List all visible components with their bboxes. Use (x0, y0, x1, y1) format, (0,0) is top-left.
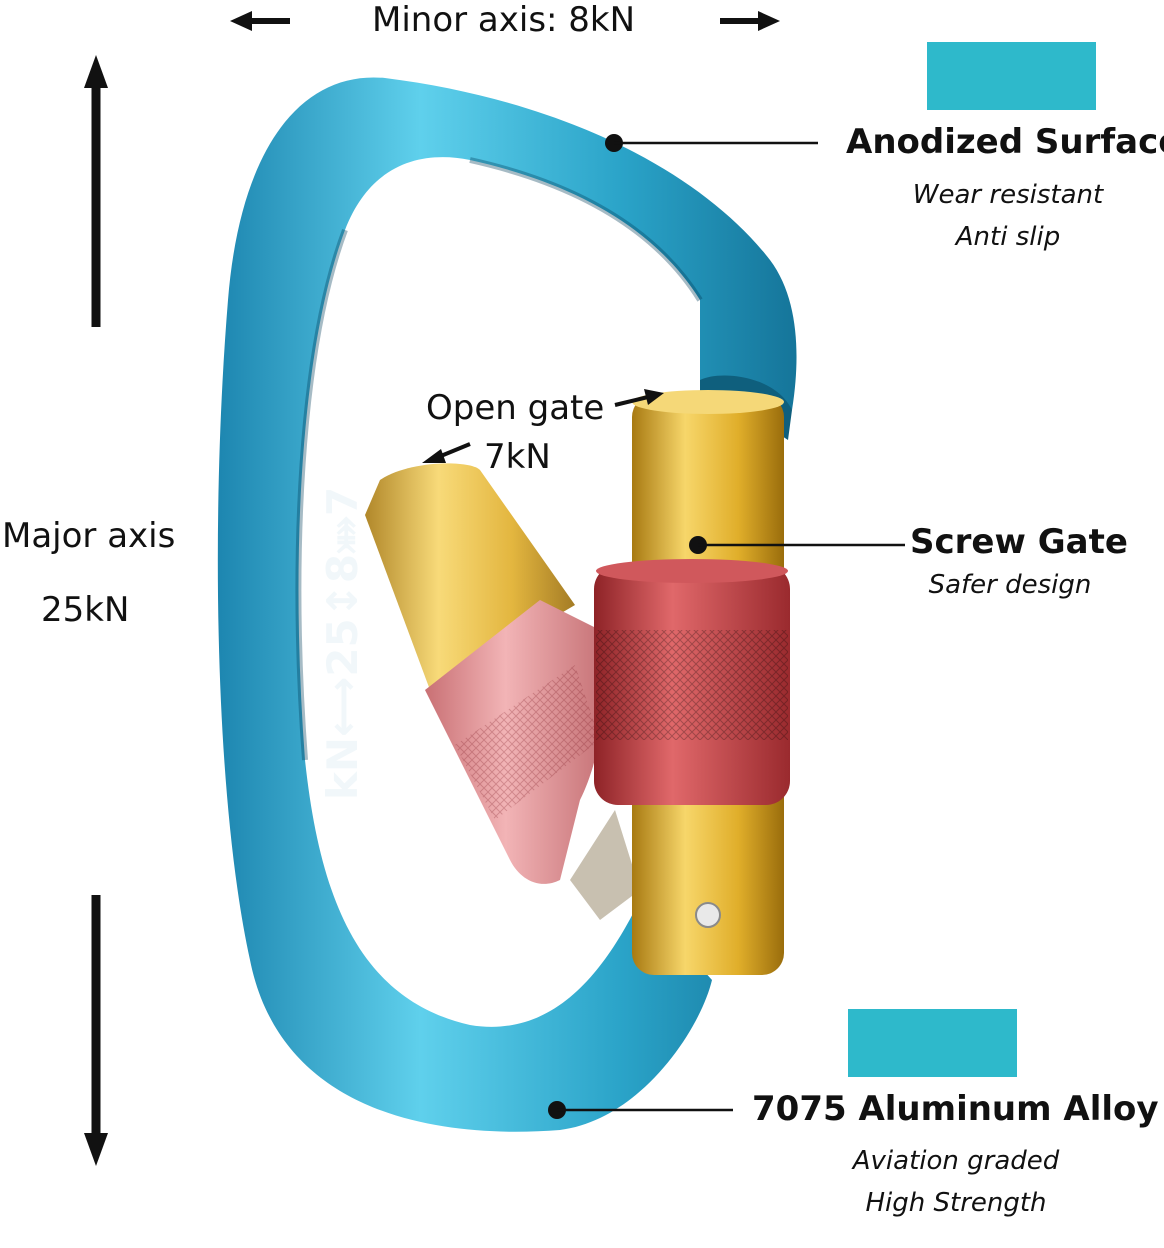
anodized-line2: Anti slip (955, 222, 1061, 252)
minor-axis-left-arrow-icon (230, 11, 290, 31)
alloy-title: 7075 Aluminum Alloy (752, 1089, 1159, 1129)
screw-gate (594, 390, 790, 975)
major-axis-label: Major axis (2, 516, 176, 556)
alloy-color-swatch (848, 1009, 1017, 1077)
anodized-title: Anodized Surface (846, 122, 1164, 162)
open-gate-label: Open gate (426, 388, 605, 428)
engraving-text: kN⟷25↕8⤘7 (318, 487, 367, 800)
open-gate-value: 7kN (484, 437, 551, 477)
minor-axis-label: Minor axis: 8kN (372, 0, 636, 40)
screw-gate-title: Screw Gate (910, 522, 1128, 562)
major-axis-up-arrow-icon (84, 55, 108, 327)
anodized-line1: Wear resistant (912, 180, 1104, 210)
screw-gate-line1: Safer design (928, 570, 1092, 600)
anodized-color-swatch (927, 42, 1096, 110)
open-gate-arrow-right-icon (614, 389, 664, 407)
alloy-line2: High Strength (865, 1188, 1047, 1218)
major-axis-value: 25kN (41, 590, 130, 630)
alloy-line1: Aviation graded (852, 1146, 1060, 1176)
major-axis-down-arrow-icon (84, 895, 108, 1166)
minor-axis-right-arrow-icon (720, 11, 780, 31)
carabiner-body (217, 77, 797, 1132)
open-gate-ghost (365, 463, 640, 920)
open-gate-arrow-left-icon (422, 442, 471, 463)
